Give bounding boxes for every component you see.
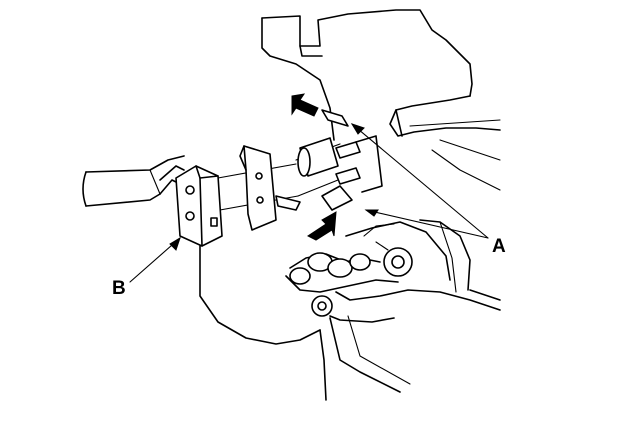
- upper-housing: [261, 9, 501, 191]
- leader-lines: [129, 123, 489, 283]
- terminal-pins: [297, 135, 383, 193]
- wire-harness: [82, 155, 185, 207]
- callout-label-a: A: [492, 236, 506, 257]
- locking-tabs: [321, 109, 353, 211]
- retaining-clip: [239, 145, 301, 231]
- press-arrow-down: [307, 211, 337, 241]
- press-arrow-up: [291, 93, 319, 117]
- lower-housing: [199, 219, 501, 401]
- callout-label-b: B: [112, 278, 126, 299]
